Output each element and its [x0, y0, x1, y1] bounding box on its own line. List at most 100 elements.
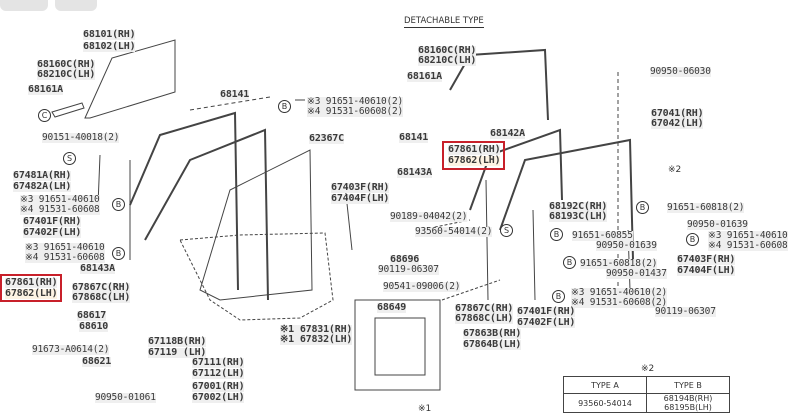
marker-b-icon: B [278, 100, 291, 113]
part-label: 68210C(LH) [37, 69, 96, 80]
highlighted-part-label: 67861(RH) [448, 144, 501, 155]
table-header: TYPE A [563, 376, 647, 394]
part-label: 68161A [407, 71, 442, 82]
marker-b-icon: B [112, 247, 125, 260]
part-label: 90950-01639 [596, 240, 657, 251]
part-label: 67481A(RH) [13, 170, 72, 181]
part-label: 91651-60818(2) [580, 258, 658, 269]
part-label: ※4 91531-60608 [20, 204, 100, 215]
part-label: 68102(LH) [83, 41, 136, 52]
part-label: 67002(LH) [192, 392, 245, 403]
part-label: 67042(LH) [651, 118, 704, 129]
part-label: ※1 67831(RH) [280, 324, 353, 335]
part-label: ※4 91531-60608(2) [307, 106, 404, 117]
part-label: 68142A [490, 128, 525, 139]
part-label: 67401F(RH) [517, 306, 576, 317]
part-label: 68143A [397, 167, 432, 178]
part-label: 93560-54014(2) [415, 226, 493, 237]
part-label: ※3 91651-40610 [20, 194, 100, 205]
part-label: 91673-A0614(2) [32, 344, 110, 355]
note-mark: ※2 [668, 165, 682, 175]
part-label: 68210C(LH) [418, 55, 477, 66]
highlighted-part-label: 67861(RH) [5, 277, 58, 288]
table-cell: 68194B(RH)68195B(LH) [646, 393, 730, 413]
part-label: 67041(RH) [651, 108, 704, 119]
part-label: ※4 91531-60608(2) [571, 297, 668, 308]
part-label: 68193C(LH) [549, 211, 608, 222]
part-label: 62367C [309, 133, 344, 144]
part-label: 90950-01061 [95, 392, 156, 403]
part-label: 90151-40018(2) [42, 132, 120, 143]
marker-b-icon: B [112, 198, 125, 211]
part-label: 90950-06030 [650, 66, 711, 77]
part-label: ※3 91651-40610(2) [571, 287, 668, 298]
marker-b-icon: B [563, 256, 576, 269]
marker-c-icon: C [38, 109, 51, 122]
part-label: ※3 91651-40610 [708, 230, 788, 241]
tab[interactable] [0, 0, 48, 11]
part-label: 67403F(RH) [331, 182, 390, 193]
highlight-box [0, 274, 62, 302]
part-label: 68610 [79, 321, 109, 332]
part-label: 68617 [77, 310, 107, 321]
highlighted-part-label: 67862(LH) [448, 155, 501, 166]
part-label: 67867C(RH) [72, 282, 131, 293]
part-label: ※3 91651-40610(2) [307, 96, 404, 107]
part-label: 68141 [399, 132, 429, 143]
part-label: 68141 [220, 89, 250, 100]
part-label: 90189-04042(2) [390, 211, 468, 222]
part-label: 90119-06307 [378, 264, 439, 275]
part-label: 67401F(RH) [23, 216, 82, 227]
part-label: 90950-01639 [687, 219, 748, 230]
part-label: 68192C(RH) [549, 201, 608, 212]
part-label: 67864B(LH) [463, 339, 522, 350]
part-label: 67404F(LH) [677, 265, 736, 276]
part-label: 67404F(LH) [331, 193, 390, 204]
table-cell-line: 68194B(RH) [663, 394, 713, 403]
part-label: 68621 [82, 356, 112, 367]
part-label: 67112(LH) [192, 368, 245, 379]
part-label: ※1 67832(LH) [280, 334, 353, 345]
marker-b-icon: B [686, 233, 699, 246]
part-label: 67402F(LH) [517, 317, 576, 328]
marker-b-icon: B [550, 228, 563, 241]
table-note: ※2 [641, 364, 655, 374]
highlighted-part-label: 67862(LH) [5, 288, 58, 299]
marker-b-icon: B [636, 201, 649, 214]
part-label: 67868C(LH) [455, 313, 514, 324]
part-label: 68143A [80, 263, 115, 274]
part-label: 67118B(RH) [148, 336, 207, 347]
highlight-box [442, 141, 505, 170]
part-label: 67868C(LH) [72, 292, 131, 303]
marker-s-icon: S [500, 224, 513, 237]
table-cell: 93560-54014 [563, 393, 647, 413]
part-label: 90541-09006(2) [383, 281, 461, 292]
table-header: TYPE B [646, 376, 730, 394]
part-label: 68649 [377, 302, 407, 313]
part-label: 68696 [390, 254, 420, 265]
marker-b-icon: B [552, 290, 565, 303]
part-label: ※3 91651-40610 [25, 242, 105, 253]
part-label: 68161A [28, 84, 63, 95]
part-label: ※4 91531-60608 [25, 252, 105, 263]
part-label: 67403F(RH) [677, 254, 736, 265]
part-label: 68160C(RH) [418, 45, 477, 56]
section-title: DETACHABLE TYPE [404, 16, 484, 28]
part-label: 67111(RH) [192, 357, 245, 368]
part-label: 90119-06307 [655, 306, 716, 317]
table-cell-line: 68195B(LH) [664, 403, 712, 412]
part-label: 91651-60855 [572, 230, 633, 241]
part-label: 68160C(RH) [37, 59, 96, 70]
part-label: 68101(RH) [83, 29, 136, 40]
part-label: 90950-01437 [606, 268, 667, 279]
part-label: 67001(RH) [192, 381, 245, 392]
part-label: 67482A(LH) [13, 181, 72, 192]
marker-s-icon: S [63, 152, 76, 165]
tab[interactable] [55, 0, 97, 11]
part-label: 67863B(RH) [463, 328, 522, 339]
part-label: ※4 91531-60608 [708, 240, 788, 251]
part-label: 91651-60818(2) [667, 202, 745, 213]
footnote-mark: ※1 [418, 404, 432, 414]
